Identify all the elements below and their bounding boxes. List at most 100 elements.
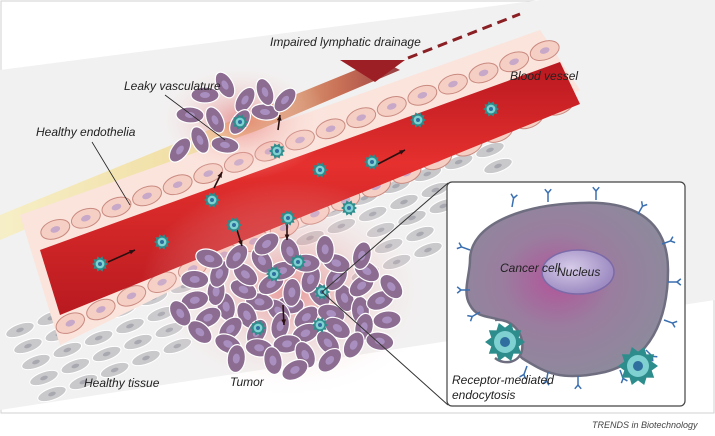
lymphatic-dashed-line: [407, 12, 521, 60]
receptor-arm: [672, 320, 678, 324]
tumor-cell-nucleus: [254, 298, 265, 306]
tumor-cell-nucleus: [222, 301, 230, 312]
endothelial-cell-nucleus: [126, 292, 137, 300]
label-endocytosis: endocytosis: [452, 388, 515, 402]
receptor-arm: [547, 188, 552, 194]
flow-arrow-head: [284, 234, 290, 240]
tumor-cell-nucleus: [375, 296, 385, 305]
tumor-cell-nucleus: [232, 353, 240, 364]
receptor-arm: [544, 188, 549, 194]
receptor-arm: [513, 194, 518, 199]
receptor-arm: [458, 242, 463, 248]
nanoparticle-center: [633, 361, 643, 371]
tumor-cell-nucleus: [325, 356, 335, 365]
tumor-cell-nucleus: [203, 313, 213, 322]
tumor-cell-nucleus: [269, 355, 277, 366]
leaky-cell-nucleus: [176, 145, 184, 155]
label-leaky-vasculature: Leaky vasculature: [124, 79, 221, 93]
receptor-arm: [545, 380, 550, 386]
inset-connector-lines: [321, 182, 449, 406]
label-tumor: Tumor: [230, 375, 265, 389]
healthy-tissue-cell-nucleus: [40, 375, 48, 381]
receptor-arm: [676, 278, 682, 283]
tumor-cell-nucleus: [356, 305, 364, 316]
tumor-cell-nucleus: [300, 329, 311, 338]
receptor-stem: [663, 319, 673, 324]
endothelial-cell-nucleus: [142, 192, 152, 200]
label-impaired-lymphatic: Impaired lymphatic drainage: [270, 35, 421, 49]
nanoparticle-center: [370, 160, 374, 164]
receptor-arm: [510, 193, 515, 199]
label-pointer-lines: [91, 94, 226, 206]
leaky-cell-nucleus: [211, 115, 219, 125]
healthy-tissue-cell-nucleus: [102, 351, 111, 357]
leaky-cell-nucleus: [220, 141, 230, 149]
tumor-cell-nucleus: [290, 366, 300, 374]
healthy-tissue-cell-nucleus: [494, 163, 502, 169]
tumor-cell-nucleus: [321, 244, 329, 255]
tumor-cell-nucleus: [387, 282, 396, 292]
tumor-cell-nucleus: [232, 252, 241, 262]
flow-arrow-head: [281, 319, 287, 325]
leaky-cell-nucleus: [221, 80, 229, 90]
tumor-cell-nucleus: [189, 275, 200, 283]
receptor-arm: [592, 186, 597, 192]
endothelial-cell-nucleus: [448, 80, 458, 88]
tumor-cell-nucleus: [360, 322, 368, 333]
receptor-arm: [669, 236, 674, 242]
healthy-tissue-cell-nucleus: [126, 323, 134, 329]
label-healthy-tissue: Healthy tissue: [84, 376, 160, 390]
healthy-tissue-cell-nucleus: [63, 347, 72, 353]
cancer-cell-inset: [446, 181, 686, 407]
receptor-stem: [511, 198, 515, 208]
tumor-cell-nucleus: [276, 321, 284, 332]
flow-arrow-head: [129, 250, 135, 255]
tumor-cell-nucleus: [243, 310, 251, 320]
nanoparticle-center: [160, 240, 164, 244]
nanoparticle-center: [318, 323, 322, 327]
nanoparticle-center: [256, 326, 260, 330]
receptor-arm: [542, 380, 547, 385]
receptor-stem: [637, 205, 644, 215]
healthy-tissue-cell-nucleus: [134, 339, 142, 345]
tumor-cell-nucleus: [382, 316, 393, 324]
tumor-cell-nucleus: [301, 349, 310, 360]
leaky-cell-nucleus: [200, 92, 210, 98]
receptor-stem: [471, 311, 481, 318]
tumor-cell-nucleus: [189, 296, 200, 304]
leaky-cell-nucleus: [185, 111, 195, 119]
nanoparticle-center: [318, 168, 322, 172]
healthy-tissue-cell-nucleus: [408, 215, 416, 221]
tumor-cell-nucleus: [238, 285, 249, 294]
receptor-arm: [469, 316, 473, 322]
tumor-cell-nucleus: [262, 239, 272, 249]
tumor-cell-nucleus: [241, 270, 250, 279]
healthy-tissue-cell-nucleus: [16, 327, 24, 333]
receptor-arm: [642, 203, 648, 207]
healthy-tissue-cell-nucleus: [94, 335, 103, 341]
label-cancer-cell: Cancer cell: [500, 261, 560, 275]
tumor-cell-nucleus: [204, 254, 215, 263]
healthy-tissue-cell-nucleus: [431, 187, 440, 193]
inset-nanoparticles: [485, 322, 658, 386]
endothelial-cell-nucleus: [356, 114, 366, 121]
healthy-tissue-cell-nucleus: [392, 183, 400, 189]
leaky-cell-nucleus: [260, 108, 270, 116]
tumor-cell-nucleus: [215, 268, 224, 279]
tumor-cell-nucleus: [331, 259, 342, 267]
flow-arrow-head: [276, 115, 282, 121]
tumor-cell-nucleus: [176, 308, 185, 318]
receptor-arm: [622, 377, 628, 382]
tumor-cell-nucleus: [332, 323, 343, 332]
healthy-tissue-cell-nucleus: [79, 379, 88, 385]
healthy-tissue-cell-nucleus: [454, 159, 463, 165]
tumor-cell-nucleus: [340, 293, 349, 303]
endothelial-cell-nucleus: [386, 103, 397, 110]
nanoparticle-center: [296, 260, 300, 264]
tumor-cell-nucleus: [257, 256, 266, 266]
tumor-cell-nucleus: [326, 310, 337, 318]
surface-receptors: [456, 186, 682, 390]
healthy-tissue-cell-nucleus: [32, 359, 40, 365]
